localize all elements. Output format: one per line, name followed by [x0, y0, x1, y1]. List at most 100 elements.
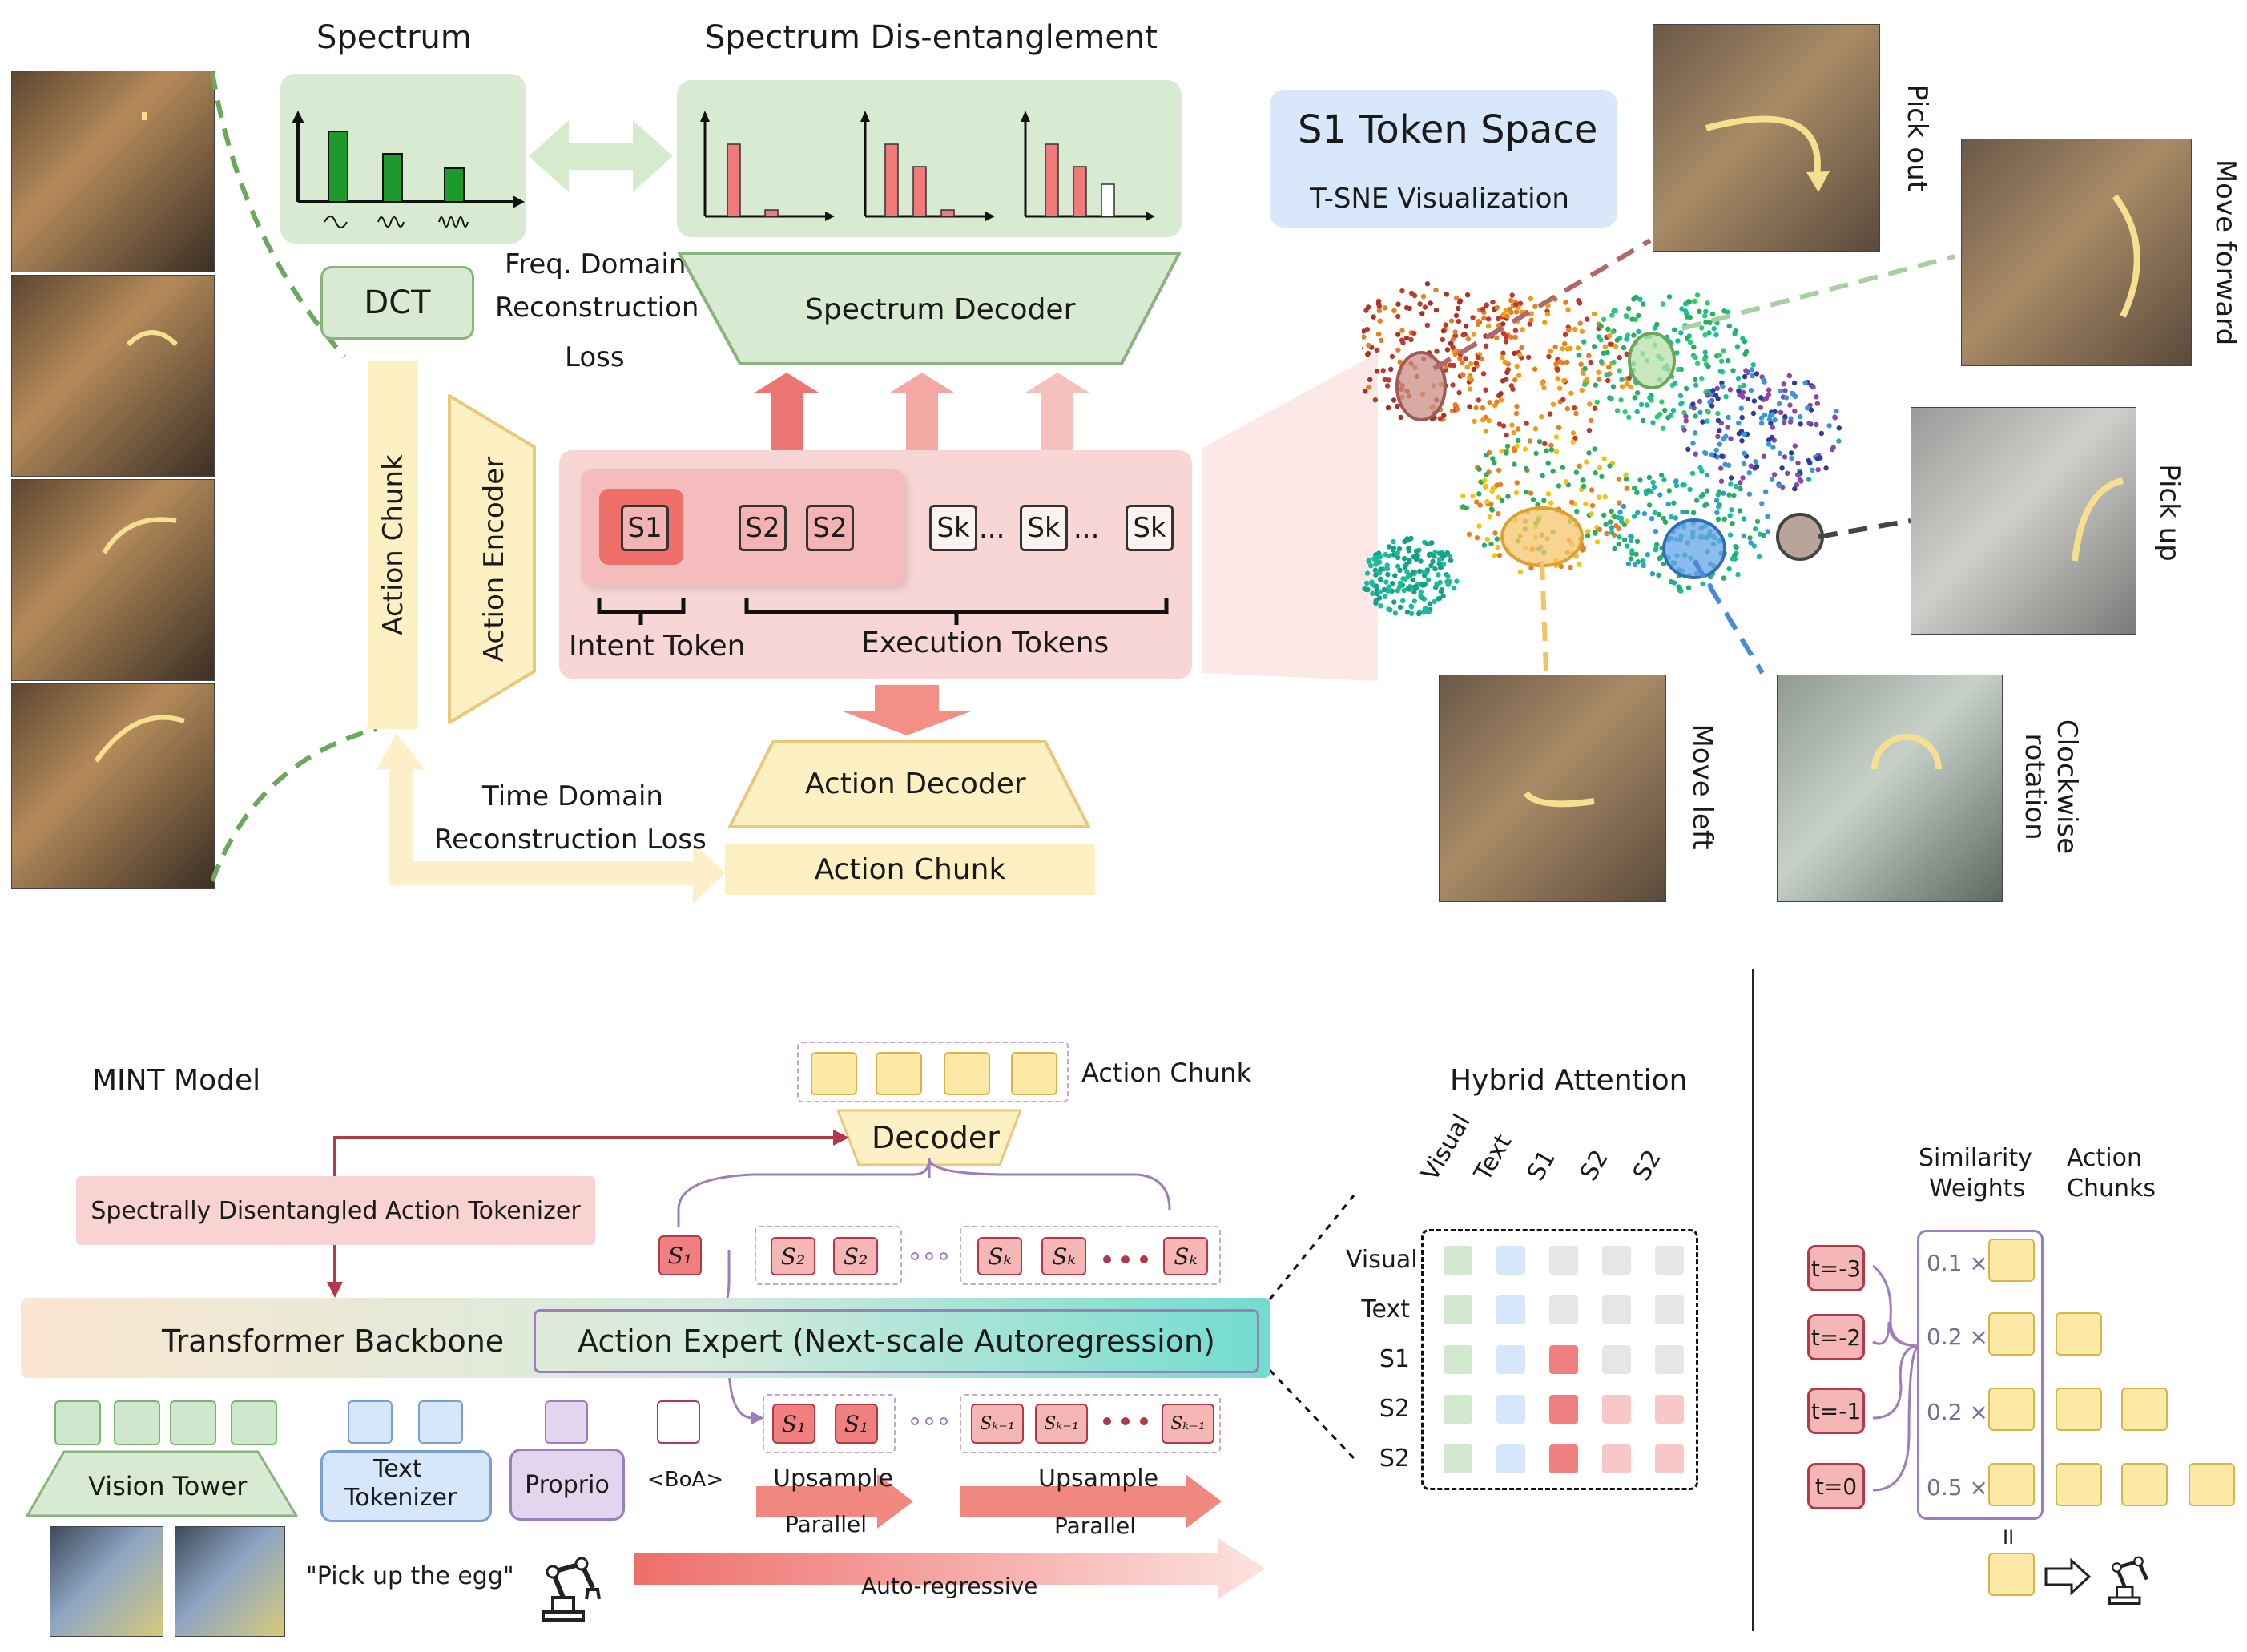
- boa-token: [657, 1400, 700, 1444]
- tsne-point: [1723, 394, 1729, 400]
- attention-cell: [1655, 1444, 1684, 1473]
- tsne-point: [1482, 477, 1488, 483]
- tsne-point: [1423, 609, 1428, 614]
- tsne-point: [1684, 509, 1689, 515]
- tsne-point: [1739, 414, 1745, 421]
- tsne-point: [1614, 337, 1620, 343]
- tsne-point: [1741, 516, 1747, 522]
- tsne-point: [1483, 343, 1489, 349]
- tsne-point: [1365, 352, 1371, 357]
- tsne-point: [1605, 326, 1611, 332]
- chunk-cell: [2121, 1388, 2168, 1431]
- tsne-point: [1510, 386, 1516, 392]
- tsne-point: [1727, 532, 1734, 538]
- tsne-point: [1432, 566, 1438, 572]
- tsne-point: [1707, 320, 1713, 325]
- tsne-point: [1790, 390, 1795, 397]
- tsne-point: [1609, 525, 1615, 530]
- spectrum-title: Spectrum: [316, 19, 472, 56]
- tsne-point: [1553, 449, 1560, 455]
- attention-cell: [1602, 1395, 1631, 1424]
- tsne-point: [1632, 486, 1637, 491]
- tsne-point: [1470, 493, 1476, 499]
- tsne-point: [1650, 420, 1656, 425]
- tsne-point: [1661, 477, 1667, 483]
- tsne-point: [1504, 450, 1509, 456]
- tsne-point: [1719, 453, 1725, 459]
- tsne-point: [1770, 425, 1775, 430]
- tsne-point: [1490, 300, 1496, 305]
- tsne-point: [1666, 488, 1672, 494]
- tsne-point: [1585, 533, 1591, 538]
- tsne-point: [1606, 333, 1613, 339]
- lower-token-a: Sₖ₋₁: [971, 1404, 1024, 1444]
- tsne-point: [1581, 370, 1586, 376]
- tsne-point: [1395, 550, 1400, 556]
- tsne-point: [1830, 446, 1835, 453]
- tsne-point: [1794, 481, 1800, 488]
- tsne-point: [1721, 348, 1726, 353]
- attention-cell: [1655, 1246, 1684, 1275]
- freq-loss-line1: Freq. Domain: [505, 248, 687, 280]
- tsne-point: [1422, 581, 1428, 587]
- tsne-point: [1565, 307, 1571, 312]
- tsne-point: [1395, 588, 1400, 594]
- attention-cell: [1602, 1246, 1631, 1275]
- tsne-point: [1646, 502, 1653, 508]
- tsne-point: [1736, 431, 1742, 437]
- tsne-point: [1634, 490, 1640, 495]
- tsne-point: [1721, 516, 1727, 522]
- chunk-cell: [2189, 1463, 2235, 1506]
- tsne-point: [1392, 573, 1398, 578]
- mint-title: MINT Model: [92, 1064, 261, 1097]
- tsne-point: [1378, 566, 1383, 572]
- tsne-point: [1798, 478, 1804, 484]
- tsne-point: [1586, 353, 1592, 359]
- tsne-point: [1759, 501, 1765, 506]
- tsne-point: [1814, 394, 1819, 400]
- tsne-point: [1548, 349, 1553, 354]
- tsne-point: [1388, 366, 1394, 372]
- tsne-point: [1468, 361, 1474, 367]
- tsne-point: [1754, 518, 1761, 525]
- tsne-point: [1703, 308, 1709, 314]
- tsne-point: [1592, 405, 1598, 411]
- tsne-point: [1373, 572, 1379, 578]
- tsne-point: [1832, 414, 1838, 420]
- tsne-point: [1367, 377, 1373, 382]
- tsne-point: [1364, 570, 1371, 576]
- tsne-point: [1681, 482, 1687, 488]
- tsne-point: [1720, 383, 1726, 389]
- tsne-point: [1494, 536, 1500, 542]
- tsne-point: [1542, 320, 1548, 325]
- tsne-point: [1782, 413, 1788, 420]
- tsne-point: [1616, 541, 1621, 547]
- lower-ghost-sk: [960, 1394, 1221, 1453]
- chunk-cell: [2121, 1463, 2168, 1506]
- tsne-point: [1742, 450, 1747, 456]
- tsne-point: [1675, 338, 1681, 344]
- tsne-point: [1805, 405, 1810, 411]
- tsne-point: [1457, 356, 1463, 361]
- attention-row-label: Text: [1361, 1295, 1410, 1324]
- tsne-point: [1439, 587, 1444, 593]
- tsne-point: [1717, 369, 1724, 374]
- tsne-point: [1411, 554, 1416, 560]
- tsne-point: [1596, 377, 1602, 382]
- parallel-label-2: Parallel: [1054, 1513, 1137, 1539]
- tsne-point: [1395, 403, 1400, 409]
- tsne-scatter: [1362, 281, 1842, 617]
- tsne-point: [1425, 577, 1432, 582]
- attention-grid-frame: [1421, 1229, 1698, 1490]
- tsne-point: [1564, 405, 1570, 412]
- tsne-point: [1378, 603, 1383, 609]
- similarity-label-1: Similarity: [1919, 1144, 2032, 1172]
- tsne-point: [1399, 328, 1405, 333]
- tsne-point: [1536, 439, 1543, 445]
- attention-cell: [1496, 1246, 1525, 1275]
- bottom-connectors: [327, 1130, 1355, 1599]
- tsne-point: [1476, 523, 1482, 529]
- tsne-point: [1753, 459, 1758, 465]
- attention-row-label: S2: [1379, 1444, 1410, 1473]
- tsne-point: [1467, 386, 1473, 392]
